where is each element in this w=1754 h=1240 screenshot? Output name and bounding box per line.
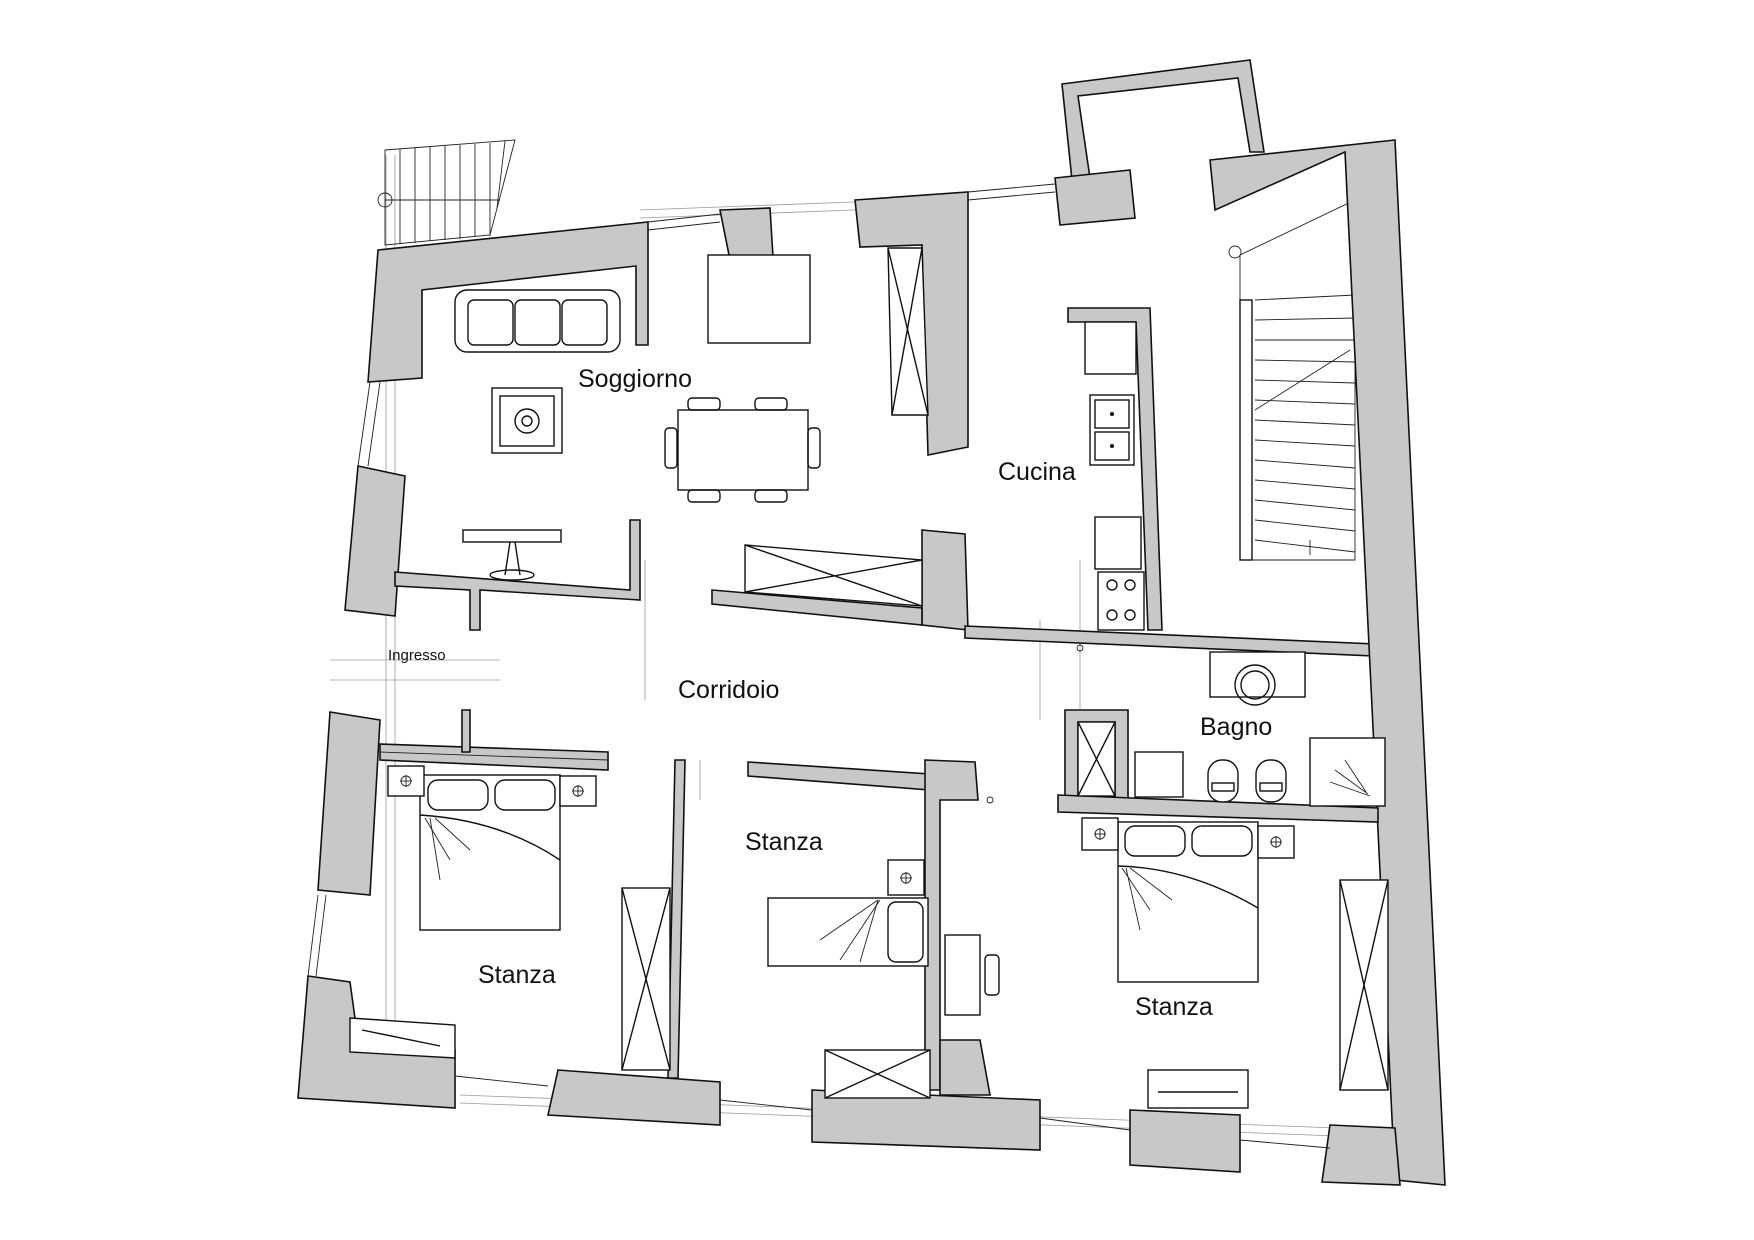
interior-stair xyxy=(1228,199,1356,561)
dishwasher xyxy=(1094,516,1142,570)
toilet xyxy=(1207,759,1239,803)
bedroom-left-furniture xyxy=(349,765,671,1071)
desk-bedroom-center xyxy=(944,934,1000,1016)
label-stanza-left: Stanza xyxy=(478,961,556,989)
bathroom-shelf xyxy=(1134,751,1184,798)
wall-living-top-left xyxy=(367,221,649,383)
shower xyxy=(1309,737,1386,807)
wardrobe-bedroom-left xyxy=(621,887,671,1071)
wall-pillar-top-center xyxy=(719,207,774,261)
desk-bedroom-right xyxy=(1147,1069,1249,1109)
living-room-furniture xyxy=(454,247,929,607)
wall-kitchen-bottom-left xyxy=(921,529,969,631)
tv-cabinet xyxy=(707,254,811,344)
wardrobe-bedroom-center xyxy=(824,1049,931,1099)
wardrobe-living xyxy=(887,247,929,416)
room-labels: Soggiorno Cucina Ingresso Corridoio Bagn… xyxy=(388,365,1272,1021)
bedroom-right-furniture xyxy=(1081,817,1389,1109)
bathroom-furniture xyxy=(1077,651,1386,807)
console-table xyxy=(462,529,562,581)
wall-bottom-right-center xyxy=(1129,1109,1241,1173)
wall-bedroom-left-top xyxy=(379,743,609,771)
fridge xyxy=(1084,321,1137,375)
nightstand-right-a xyxy=(1081,817,1119,851)
wall-bathroom-bottom xyxy=(1057,794,1379,823)
label-corridoio: Corridoio xyxy=(678,676,779,704)
wall-right-room-left xyxy=(939,1039,991,1096)
desk-bedroom-left xyxy=(349,1017,456,1059)
wall-ingresso-post xyxy=(461,709,471,753)
wall-living-bottom xyxy=(394,519,641,631)
openings xyxy=(307,183,1331,1149)
wall-kitchen-bottom xyxy=(964,625,1376,657)
coffee-table xyxy=(491,387,563,454)
bedroom-center-furniture xyxy=(767,859,1000,1099)
dining-table xyxy=(664,397,821,503)
label-stanza-center: Stanza xyxy=(745,828,823,856)
nightstand-left-b xyxy=(559,775,597,807)
label-stanza-right: Stanza xyxy=(1135,993,1213,1021)
nightstand-right-b xyxy=(1257,825,1295,859)
wall-bedroom-center-top xyxy=(747,761,931,791)
washbasin xyxy=(1209,651,1306,706)
label-cucina: Cucina xyxy=(998,458,1076,486)
exterior-stair xyxy=(377,139,516,246)
double-bed-right xyxy=(1117,821,1259,983)
wall-bottom-center xyxy=(811,1089,1041,1151)
nightstand-left-a xyxy=(387,765,425,797)
double-bed-left xyxy=(419,774,561,931)
nightstand-center xyxy=(887,859,925,896)
wall-kitchen-counter xyxy=(1067,307,1163,631)
label-bagno: Bagno xyxy=(1200,713,1272,741)
bathroom-cabinet xyxy=(1077,721,1116,797)
label-soggiorno: Soggiorno xyxy=(578,365,692,393)
stove xyxy=(1097,571,1145,631)
wall-living-left xyxy=(344,465,406,617)
sofa xyxy=(454,289,621,353)
wall-bottom-left-segment xyxy=(547,1069,721,1126)
wardrobe-bedroom-right xyxy=(1339,879,1389,1091)
bidet xyxy=(1255,759,1287,803)
walls xyxy=(297,59,1446,1186)
kitchen-sink xyxy=(1089,394,1135,466)
single-bed-center xyxy=(767,897,929,967)
wall-bottom-right-corner xyxy=(1321,1124,1401,1186)
sideboard-living xyxy=(744,544,923,607)
wall-tower-bottom xyxy=(1054,169,1136,226)
label-ingresso: Ingresso xyxy=(388,647,446,664)
wall-left-outer-lower xyxy=(317,711,381,896)
kitchen-furniture xyxy=(1084,321,1145,631)
wall-corridor-top xyxy=(711,589,923,626)
